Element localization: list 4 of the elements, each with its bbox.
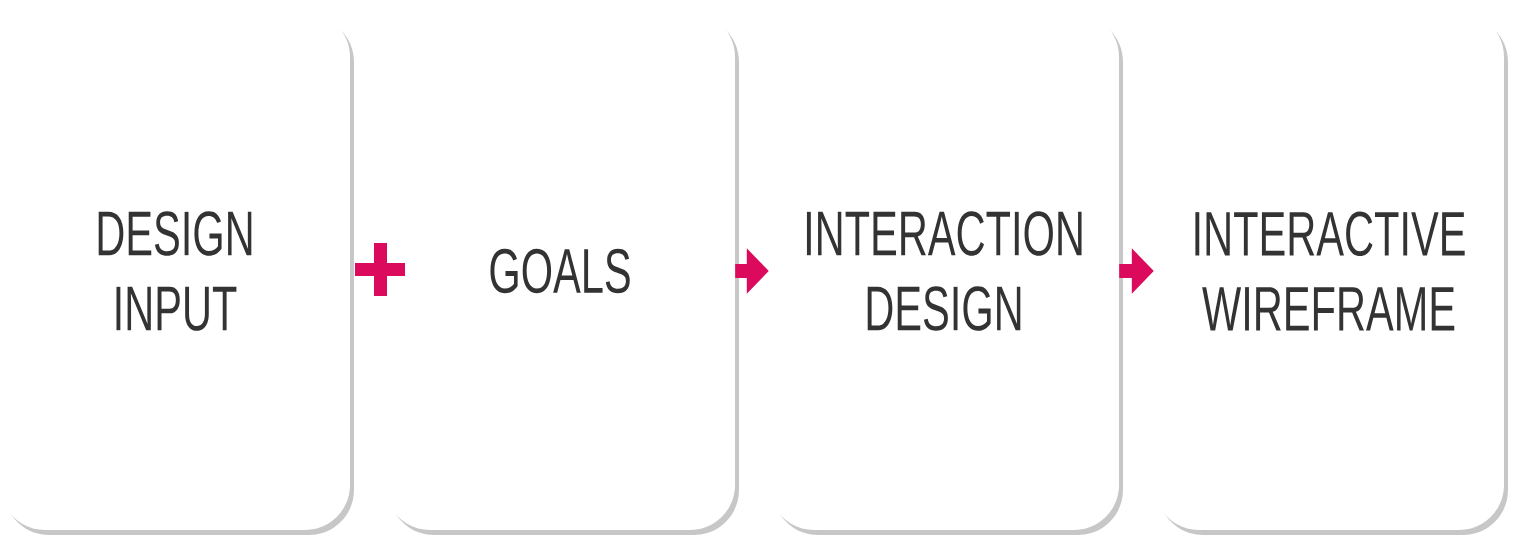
card: GOALS [385, 12, 739, 535]
card: DESIGN INPUT [0, 12, 354, 535]
card: INTERACTIVE WIREFRAME [1154, 12, 1508, 535]
card: INTERACTION DESIGN [769, 12, 1123, 535]
